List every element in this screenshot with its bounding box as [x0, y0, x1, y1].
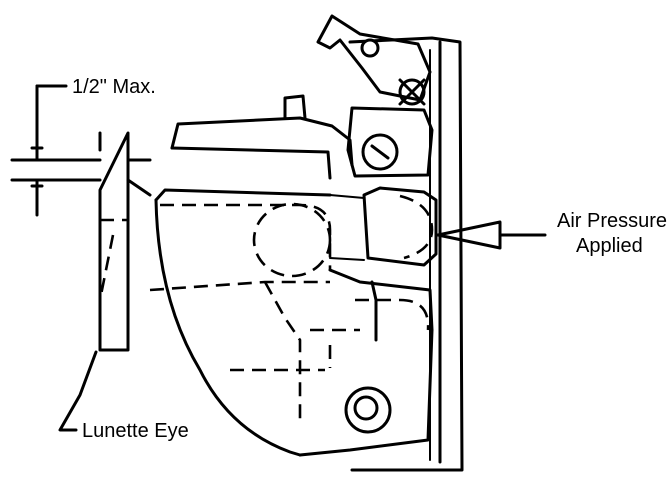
lunette-bar [10, 158, 152, 197]
hook-body [149, 94, 360, 457]
latch-arm [316, 14, 432, 106]
lower-jaw [298, 268, 434, 457]
lower-pivot-pin [353, 395, 379, 421]
lower-pivot-ring [344, 386, 392, 434]
max-gap-label: 1/2" Max. [72, 76, 156, 98]
lunette-eye-plate [98, 131, 130, 352]
dimension-tick-top [30, 133, 44, 162]
pintle-ball [252, 202, 332, 278]
air-pressure-callout: Air Pressure Applied [557, 210, 667, 257]
air-pressure-label-line2: Applied [576, 235, 643, 257]
air-chamber [329, 186, 438, 267]
max-gap-dimension: 1/2" Max. [30, 76, 156, 217]
air-pressure-label-line1: Air Pressure [557, 210, 667, 232]
dimension-tick-bottom [30, 178, 44, 217]
latch-pin-hole [360, 38, 380, 58]
latch-spring-pivot [398, 78, 426, 106]
lunette-eye-label: Lunette Eye [82, 420, 189, 442]
air-pressure-arrow [436, 220, 547, 250]
upper-lock-pin [346, 106, 434, 178]
lunette-eye-callout: Lunette Eye [58, 350, 189, 442]
